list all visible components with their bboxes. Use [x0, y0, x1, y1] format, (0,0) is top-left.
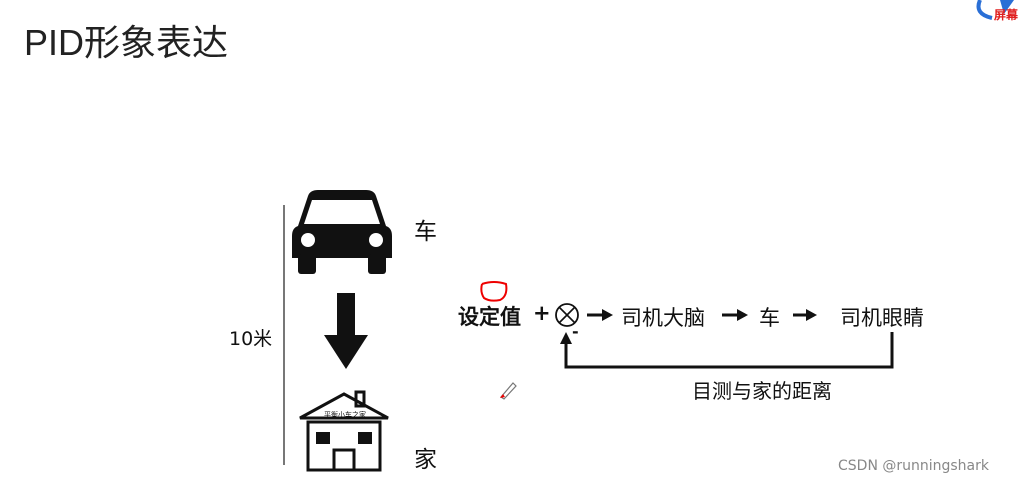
plus-sign: +	[533, 301, 551, 325]
house-sign: 平衡小车之家	[324, 410, 366, 419]
summing-junction-icon	[555, 303, 579, 327]
distance-line	[283, 205, 285, 465]
car-icon	[292, 190, 392, 274]
car-block: 车	[759, 306, 780, 330]
home-label: 家	[414, 447, 437, 473]
car-label: 车	[414, 219, 437, 245]
logo-icon	[976, 0, 1014, 20]
slide-title: PID形象表达	[24, 22, 229, 63]
watermark: CSDN @runningshark	[838, 458, 989, 474]
setpoint-label: 设定值	[458, 305, 521, 329]
house-icon: 平衡小车之家	[299, 390, 389, 472]
minus-sign: -	[572, 322, 579, 341]
distance-label: 10米	[229, 328, 273, 350]
pen-cursor-icon	[500, 382, 517, 400]
eyes-block: 司机眼睛	[840, 306, 924, 330]
annotation-mark-icon	[480, 281, 508, 302]
brain-block: 司机大脑	[621, 306, 705, 330]
down-arrow-icon	[324, 293, 368, 369]
feedback-label: 目测与家的距离	[692, 379, 832, 403]
logo-text: 屏幕	[994, 8, 1019, 22]
